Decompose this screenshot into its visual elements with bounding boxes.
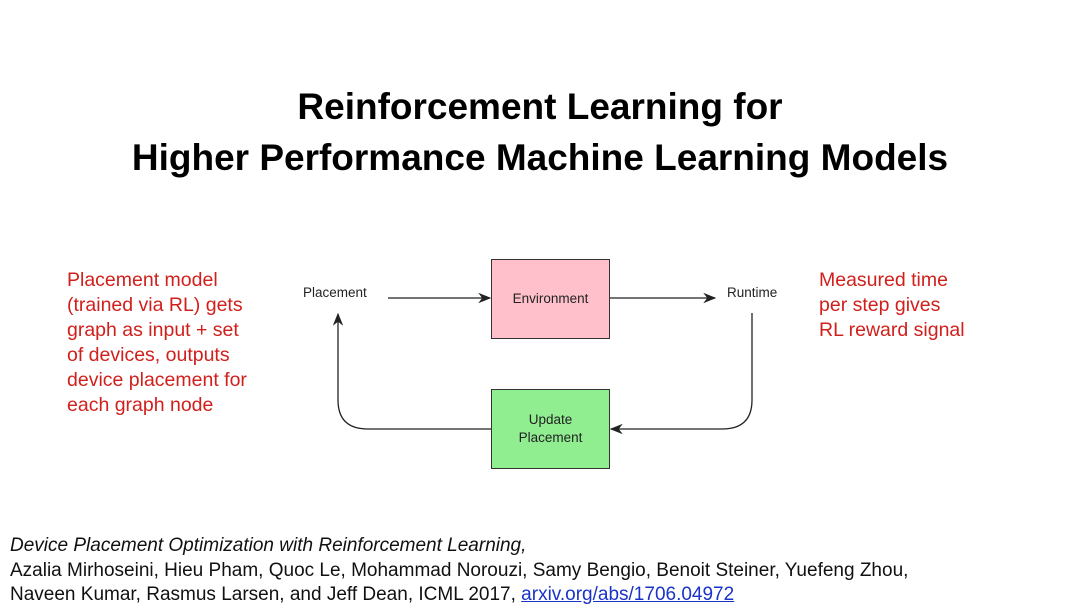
arxiv-link[interactable]: arxiv.org/abs/1706.04972 [521, 584, 735, 605]
citation-authors-2-text: Naveen Kumar, Rasmus Larsen, and Jeff De… [10, 584, 522, 605]
citation-title: Device Placement Optimization with Reinf… [10, 535, 527, 556]
arrow-update-to-placement [332, 312, 491, 430]
citation-authors-1: Azalia Mirhoseini, Hieu Pham, Quoc Le, M… [10, 560, 909, 581]
update-label-1: Update [528, 412, 573, 427]
citation-authors-2: Naveen Kumar, Rasmus Larsen, and Jeff De… [10, 584, 734, 606]
arrow-runtime-to-update [609, 313, 753, 435]
update-label-2: Placement [518, 430, 583, 445]
environment-label: Environment [512, 291, 589, 306]
environment-box: Environment [491, 259, 610, 339]
runtime-label: Runtime [727, 285, 778, 300]
title-line-2: Higher Performance Machine Learning Mode… [131, 137, 949, 178]
left-note: Placement model (trained via RL) gets gr… [67, 269, 247, 416]
title-line-1: Reinforcement Learning for [297, 86, 783, 127]
placement-label: Placement [303, 285, 367, 300]
right-note: Measured time per step gives RL reward s… [819, 269, 965, 341]
